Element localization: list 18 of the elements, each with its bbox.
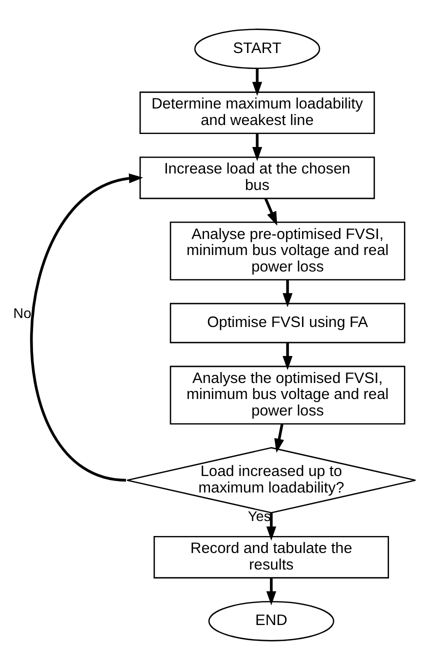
arrow: [266, 578, 276, 606]
arrow: [252, 133, 262, 162]
node-box: Determine maximum loadability and weakest line: [139, 92, 375, 134]
node-box: Analyse the optimised FVSI, minimum bus voltage and real power loss: [170, 366, 406, 425]
node-box: Increase load at the chosen bus: [139, 156, 375, 200]
arrow: [30, 173, 144, 482]
arrow: [266, 513, 276, 541]
arrow: [282, 280, 292, 308]
arrow: [282, 342, 292, 370]
arrow: [274, 424, 284, 453]
arrow: [264, 198, 278, 226]
arrow: [252, 68, 262, 96]
node-ellipse: END: [208, 601, 334, 642]
node-box: Record and tabulate the results: [154, 536, 389, 578]
edge-label: No: [13, 305, 32, 322]
node-ellipse: START: [194, 28, 320, 69]
node-box: Optimise FVSI using FA: [170, 302, 406, 344]
node-box: Analyse pre-optimised FVSI, minimum bus voltage and real power loss: [170, 222, 406, 280]
